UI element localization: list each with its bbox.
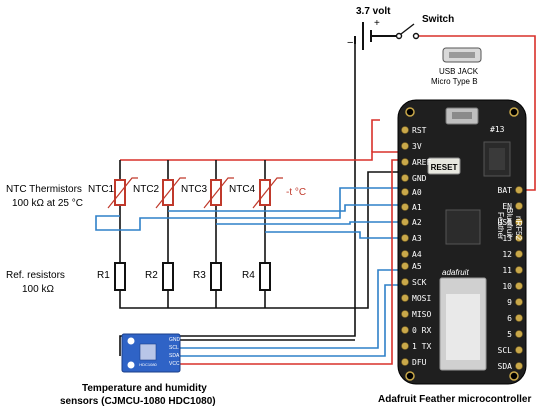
board-model-text: Feather Bluefruit nRF52 [496,208,523,241]
wire-sensor-vcc [178,159,398,365]
pin-9: 9 [507,298,512,307]
r2-label: R2 [145,270,158,281]
pin-scl: SCL [498,346,513,355]
pin-a0: A0 [412,188,422,197]
pin-aref: AREF [412,158,431,167]
usb-label-line1: USB JACK [439,67,479,76]
pin-3v: 3V [412,142,422,151]
sensor-caption-line2: sensors (CJMCU-1080 HDC1080) [60,396,216,407]
pin-5: 5 [507,330,512,339]
r3-label: R3 [193,270,206,281]
board-caption: Adafruit Feather microcontroller [378,394,531,405]
r1-label: R1 [97,270,110,281]
sensor-pin-vcc: VCC [169,361,180,367]
reference-resistors [114,262,271,291]
usb-jack [442,47,482,63]
ntc1-label: NTC1 [88,184,115,195]
pin-1tx: 1 TX [412,342,431,351]
wire-3v-rail [120,151,398,161]
usb-label-line2: Micro Type B [431,77,478,86]
switch-label: Switch [422,14,454,25]
pin13-label: #13 [490,125,505,134]
wire-a1 [168,204,398,212]
wire-sensor-scl [178,269,398,349]
pin-miso: MISO [412,310,431,319]
wire-a3 [265,231,398,239]
pin-mosi: MOSI [412,294,431,303]
pin-en: EN [502,202,512,211]
board-brand: adafruit [442,268,469,277]
pin-usb: USB [498,218,513,227]
pin-11: 11 [502,266,512,275]
wire-sensor-sda [178,284,398,357]
switch-symbol [395,23,420,40]
sensor-chip-text: HDC1080 [139,362,157,367]
pin-a3: A3 [412,234,422,243]
pin-a4: A4 [412,250,422,259]
pin-dfu: DFU [412,358,427,367]
pin-sck: SCK [412,278,427,287]
board-model-line1: Feather [496,212,505,240]
wire-a0 [95,187,398,231]
pin-6: 6 [507,314,512,323]
sensor-caption-line1: Temperature and humidity [82,383,207,394]
pin-10: 10 [502,282,512,291]
battery-symbol [354,22,396,50]
wires [95,35,536,365]
reset-label: RESET [431,163,458,172]
pin-0rx: 0 RX [412,326,431,335]
battery-plus-sign: + [374,18,380,29]
sensor-pin-gnd: GND [169,337,181,343]
board-model-line2: Bluefruit [505,208,514,238]
wire-gnd-rail [119,171,398,309]
pin-sda: SDA [498,362,513,371]
ntc-title-line1: NTC Thermistors [6,184,82,195]
ntc-thermistors [107,177,283,209]
pin-a5: A5 [412,262,422,271]
resistors-title-line2: 100 kΩ [22,284,54,295]
pin-a2: A2 [412,218,422,227]
sensor-module: HDC1080 GND SCL SDA VCC [121,333,181,373]
ntc4-label: NTC4 [229,184,256,195]
feather-board [397,99,527,385]
battery-voltage-label: 3.7 volt [356,6,391,17]
pin-gnd: GND [412,174,427,183]
wire-battery-ground [119,44,356,356]
pin-a1: A1 [412,203,422,212]
sensor-pin-scl: SCL [169,345,179,351]
pin-12: 12 [502,250,512,259]
temperature-symbol: -t °C [286,187,306,198]
board-model-line3: nRF52 [514,216,523,241]
ntc2-label: NTC2 [133,184,160,195]
sensor-pin-sda: SDA [169,353,180,359]
pin-bat: BAT [498,186,513,195]
r4-label: R4 [242,270,255,281]
battery-minus-sign: − [347,37,353,49]
pin-rst: RST [412,126,427,135]
resistors-title-line1: Ref. resistors [6,270,65,281]
ntc-title-line2: 100 kΩ at 25 °C [12,198,83,209]
wire-a2 [216,221,398,225]
pin-13: 13 [502,234,512,243]
ntc3-label: NTC3 [181,184,208,195]
